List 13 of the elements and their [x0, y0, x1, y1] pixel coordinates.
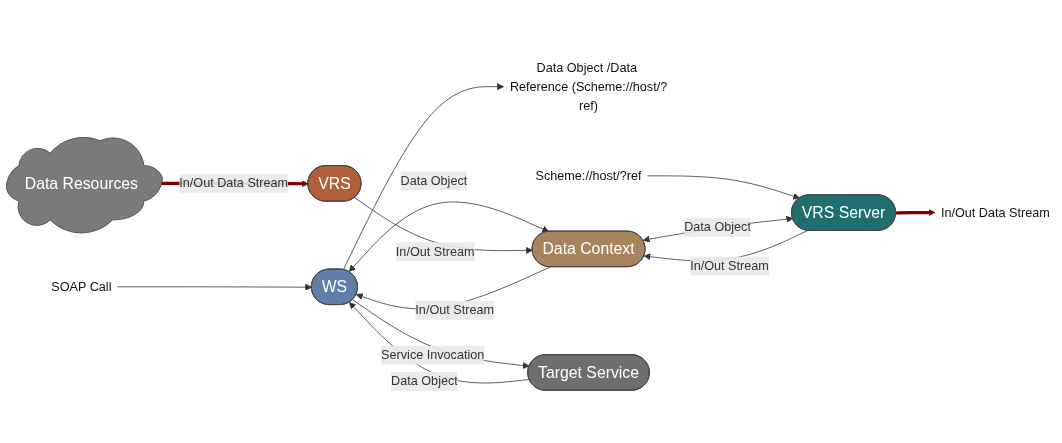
edge-label: Data Object	[400, 173, 468, 188]
node-text: Scheme://host/?ref	[535, 168, 642, 183]
node-text: In/Out Data Stream	[940, 205, 1050, 219]
edge-label: In/Out Stream	[415, 303, 494, 317]
edge-label: Data Object	[391, 374, 458, 388]
node-text: SOAP Call	[51, 279, 112, 293]
edge-label: In/Out Data Stream	[179, 176, 289, 190]
edge-label: In/Out Stream	[395, 244, 475, 258]
edge-label: In/Out Stream	[690, 258, 769, 273]
arrow	[895, 208, 936, 216]
node-text: Data Object /Data Reference (Scheme://host/?ref)	[509, 60, 668, 112]
edge-label: Data Object	[684, 220, 751, 234]
edge-label: Service Invocation	[381, 347, 485, 362]
